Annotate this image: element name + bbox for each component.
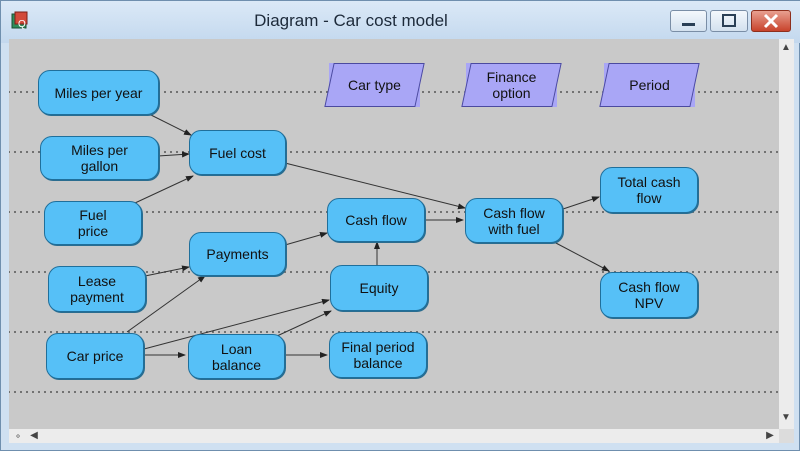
node-final-period-balance[interactable]: Final period balance xyxy=(329,332,427,378)
maximize-icon xyxy=(722,14,736,27)
close-button[interactable] xyxy=(751,10,791,32)
node-finance-option[interactable]: Finance option xyxy=(466,63,557,107)
window-title: Diagram - Car cost model xyxy=(254,11,448,30)
arrow-payments-to-cash-flow xyxy=(284,232,328,246)
horizontal-scrollbar[interactable]: ⚬ ◀ ▶ xyxy=(9,429,779,443)
node-cash-flow[interactable]: Cash flow xyxy=(327,198,425,242)
node-car-type[interactable]: Car type xyxy=(329,63,420,107)
minimize-button[interactable] xyxy=(670,10,707,32)
node-fuel-price[interactable]: Fuel price xyxy=(44,201,142,245)
node-period[interactable]: Period xyxy=(604,63,695,107)
node-label: Lease payment xyxy=(70,273,124,305)
arrow-cash-flow-with-fuel-to-npv xyxy=(553,241,610,272)
svg-text:Q: Q xyxy=(18,19,26,30)
arrow-car-price-to-payments xyxy=(126,275,206,333)
node-label: Cash flow NPV xyxy=(618,279,680,311)
arrow-cash-flow-with-fuel-to-total xyxy=(562,196,600,210)
vertical-scrollbar[interactable]: ▲ ▼ xyxy=(779,39,794,429)
node-cash-flow-npv[interactable]: Cash flow NPV xyxy=(600,272,698,318)
scroll-right-icon[interactable]: ▶ xyxy=(766,430,774,441)
arrow-miles-per-gallon-to-fuel-cost xyxy=(157,151,190,158)
node-car-price[interactable]: Car price xyxy=(46,333,144,379)
diagram-canvas[interactable]: Miles per year Miles per gallon Fuel pri… xyxy=(9,39,779,429)
arrow-lease-payment-to-payments xyxy=(144,265,190,277)
arrow-car-price-to-equity xyxy=(143,298,330,350)
node-cash-flow-with-fuel[interactable]: Cash flow with fuel xyxy=(465,198,563,243)
node-equity[interactable]: Equity xyxy=(330,265,428,311)
scroll-left-icon[interactable]: ◀ xyxy=(30,430,38,441)
scroll-up-icon[interactable]: ▲ xyxy=(781,42,791,53)
minimize-icon xyxy=(682,23,695,26)
node-label: Loan balance xyxy=(211,340,262,373)
node-miles-per-year[interactable]: Miles per year xyxy=(38,70,159,115)
close-icon xyxy=(763,13,779,29)
node-lease-payment[interactable]: Lease payment xyxy=(48,266,146,312)
app-icon: Q xyxy=(11,11,28,30)
node-miles-per-gallon[interactable]: Miles per gallon xyxy=(40,136,159,180)
node-label: Period xyxy=(629,77,670,93)
resize-grip[interactable] xyxy=(779,429,794,443)
node-label: Fuel price xyxy=(77,207,109,239)
node-total-cash-flow[interactable]: Total cash flow xyxy=(600,167,698,213)
arrow-fuel-cost-to-cash-flow-with-fuel xyxy=(284,162,466,210)
node-loan-balance[interactable]: Loan balance xyxy=(188,334,285,379)
arrows-layer xyxy=(126,113,610,358)
node-label: Finance option xyxy=(486,69,537,101)
zoom-icon[interactable]: ⚬ xyxy=(14,431,22,441)
node-label: Cash flow with fuel xyxy=(483,204,545,237)
title-bar[interactable]: Q Diagram - Car cost model xyxy=(1,1,800,43)
node-fuel-cost[interactable]: Fuel cost xyxy=(189,130,286,175)
node-label: Miles per gallon xyxy=(71,142,128,174)
node-label: Total cash flow xyxy=(617,174,681,206)
arrow-fuel-price-to-fuel-cost xyxy=(134,175,194,204)
arrow-miles-per-year-to-fuel-cost xyxy=(148,113,192,136)
node-label: Car type xyxy=(348,77,401,93)
node-payments[interactable]: Payments xyxy=(189,232,286,276)
scroll-down-icon[interactable]: ▼ xyxy=(781,412,791,423)
node-label: Final period balance xyxy=(341,339,415,371)
maximize-button[interactable] xyxy=(710,10,748,32)
arrow-loan-balance-to-equity xyxy=(276,310,332,337)
